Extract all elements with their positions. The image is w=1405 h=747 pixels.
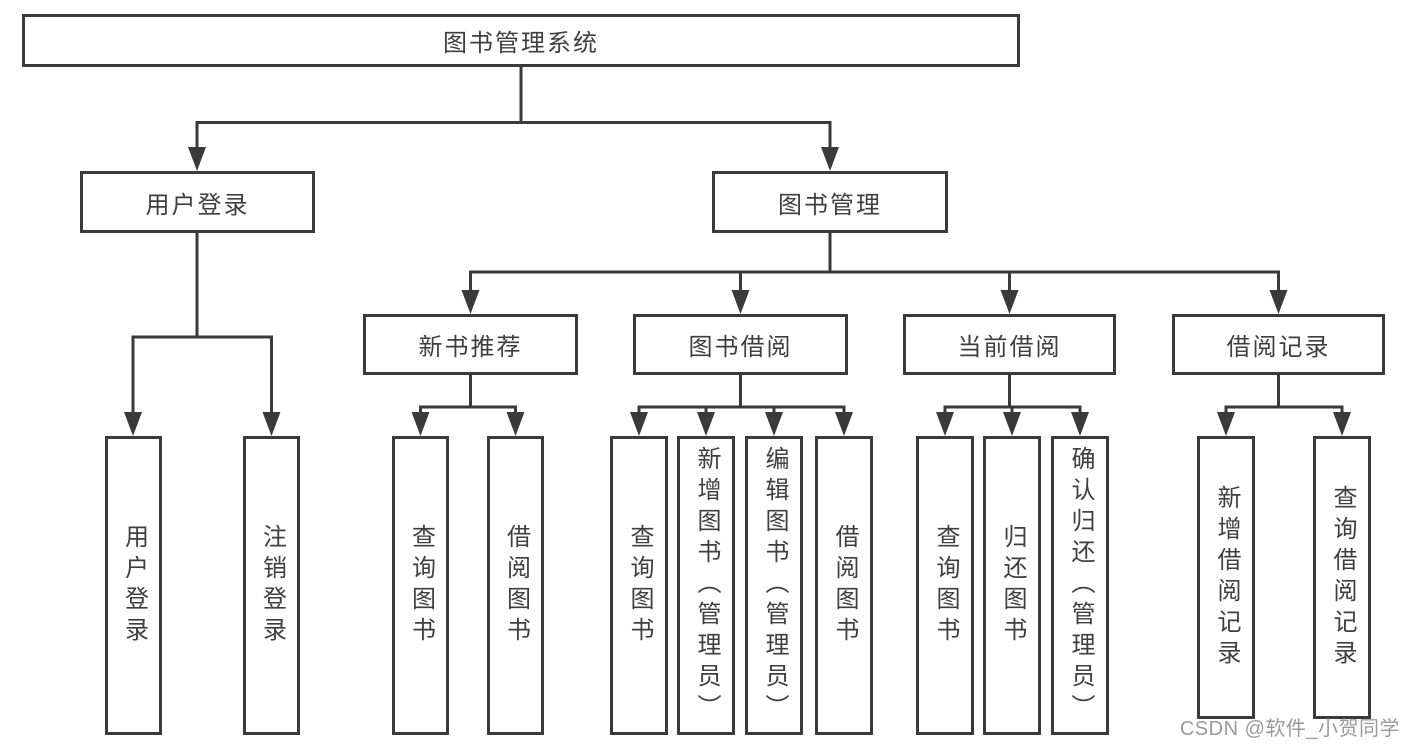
node-borrow-records: 借阅记录 bbox=[1172, 314, 1385, 375]
node-label: 图书借阅 bbox=[688, 334, 793, 361]
arrow-down-icon bbox=[936, 412, 954, 436]
node-label: 图书管理 bbox=[778, 191, 882, 219]
node-label: 当前借阅 bbox=[957, 334, 1062, 361]
node-label: 查询借阅记录 bbox=[1329, 484, 1356, 671]
arrow-down-icon bbox=[821, 147, 839, 171]
node-label: 用户登录 bbox=[120, 523, 148, 648]
arrow-down-icon bbox=[1000, 290, 1019, 314]
node-label: 确认归还（管理员） bbox=[1067, 446, 1094, 725]
node-label: 借阅图书 bbox=[831, 523, 858, 648]
node-label: 查询图书 bbox=[626, 523, 653, 648]
connector-book-borrow-to-leaves bbox=[637, 375, 846, 414]
leaf-user-login: 用户登录 bbox=[105, 436, 162, 735]
node-book-management: 图书管理 bbox=[712, 171, 948, 233]
leaf-query-books-current: 查询图书 bbox=[916, 436, 974, 735]
arrow-down-icon bbox=[262, 412, 281, 436]
node-label: 查询图书 bbox=[932, 523, 959, 648]
arrow-down-icon bbox=[630, 412, 648, 436]
connector-user-login-to-leaves bbox=[131, 233, 273, 414]
arrow-down-icon bbox=[731, 290, 750, 314]
connector-current-borrow-to-leaves bbox=[943, 375, 1082, 414]
node-label: 用户登录 bbox=[145, 191, 250, 219]
leaf-query-borrow-record: 查询借阅记录 bbox=[1313, 436, 1371, 719]
node-label: 新增借阅记录 bbox=[1213, 484, 1240, 671]
leaf-add-books-admin: 新增图书（管理员） bbox=[677, 436, 735, 735]
leaf-edit-books-admin: 编辑图书（管理员） bbox=[745, 436, 803, 735]
node-book-borrow: 图书借阅 bbox=[633, 314, 848, 375]
connector-borrow-records-to-leaves bbox=[1224, 375, 1344, 414]
arrow-down-icon bbox=[1071, 412, 1089, 436]
arrow-down-icon bbox=[697, 412, 715, 436]
arrow-down-icon bbox=[1003, 412, 1021, 436]
connector-new-book-recommend-to-leaves bbox=[419, 375, 517, 414]
node-label: 查询图书 bbox=[407, 523, 435, 648]
node-current-borrow: 当前借阅 bbox=[903, 314, 1116, 375]
arrow-down-icon bbox=[1217, 412, 1235, 436]
leaf-query-books-borrow: 查询图书 bbox=[610, 436, 668, 735]
leaf-borrow-books-recommend: 借阅图书 bbox=[487, 436, 544, 735]
arrow-down-icon bbox=[506, 412, 525, 436]
arrow-down-icon bbox=[765, 412, 783, 436]
arrow-down-icon bbox=[1269, 290, 1288, 314]
node-label: 新增图书（管理员） bbox=[693, 446, 720, 725]
arrow-down-icon bbox=[124, 412, 142, 436]
leaf-query-books-recommend: 查询图书 bbox=[392, 436, 449, 735]
connector-root-to-level2 bbox=[195, 67, 832, 150]
connector-book-management-to-level3 bbox=[469, 233, 1280, 292]
node-user-login: 用户登录 bbox=[80, 171, 315, 233]
leaf-return-books: 归还图书 bbox=[983, 436, 1041, 735]
leaf-borrow-books: 借阅图书 bbox=[815, 436, 873, 735]
arrow-down-icon bbox=[1333, 412, 1351, 436]
arrow-down-icon bbox=[411, 412, 430, 436]
leaf-add-borrow-record: 新增借阅记录 bbox=[1197, 436, 1255, 719]
arrow-down-icon bbox=[188, 147, 206, 171]
node-label: 图书管理系统 bbox=[443, 30, 599, 57]
node-label: 新书推荐 bbox=[418, 334, 523, 361]
node-label: 借阅图书 bbox=[502, 523, 530, 648]
node-label: 注销登录 bbox=[258, 523, 286, 648]
node-label: 编辑图书（管理员） bbox=[761, 446, 788, 725]
leaf-logout: 注销登录 bbox=[243, 436, 300, 735]
node-new-book-recommend: 新书推荐 bbox=[363, 314, 578, 375]
arrow-down-icon bbox=[461, 290, 480, 314]
node-library-management-system: 图书管理系统 bbox=[22, 14, 1020, 67]
arrow-down-icon bbox=[835, 412, 853, 436]
node-label: 借阅记录 bbox=[1226, 334, 1331, 361]
leaf-confirm-return-admin: 确认归还（管理员） bbox=[1051, 436, 1109, 735]
watermark: CSDN @软件_小贺同学 bbox=[1179, 718, 1400, 740]
node-label: 归还图书 bbox=[999, 523, 1026, 648]
